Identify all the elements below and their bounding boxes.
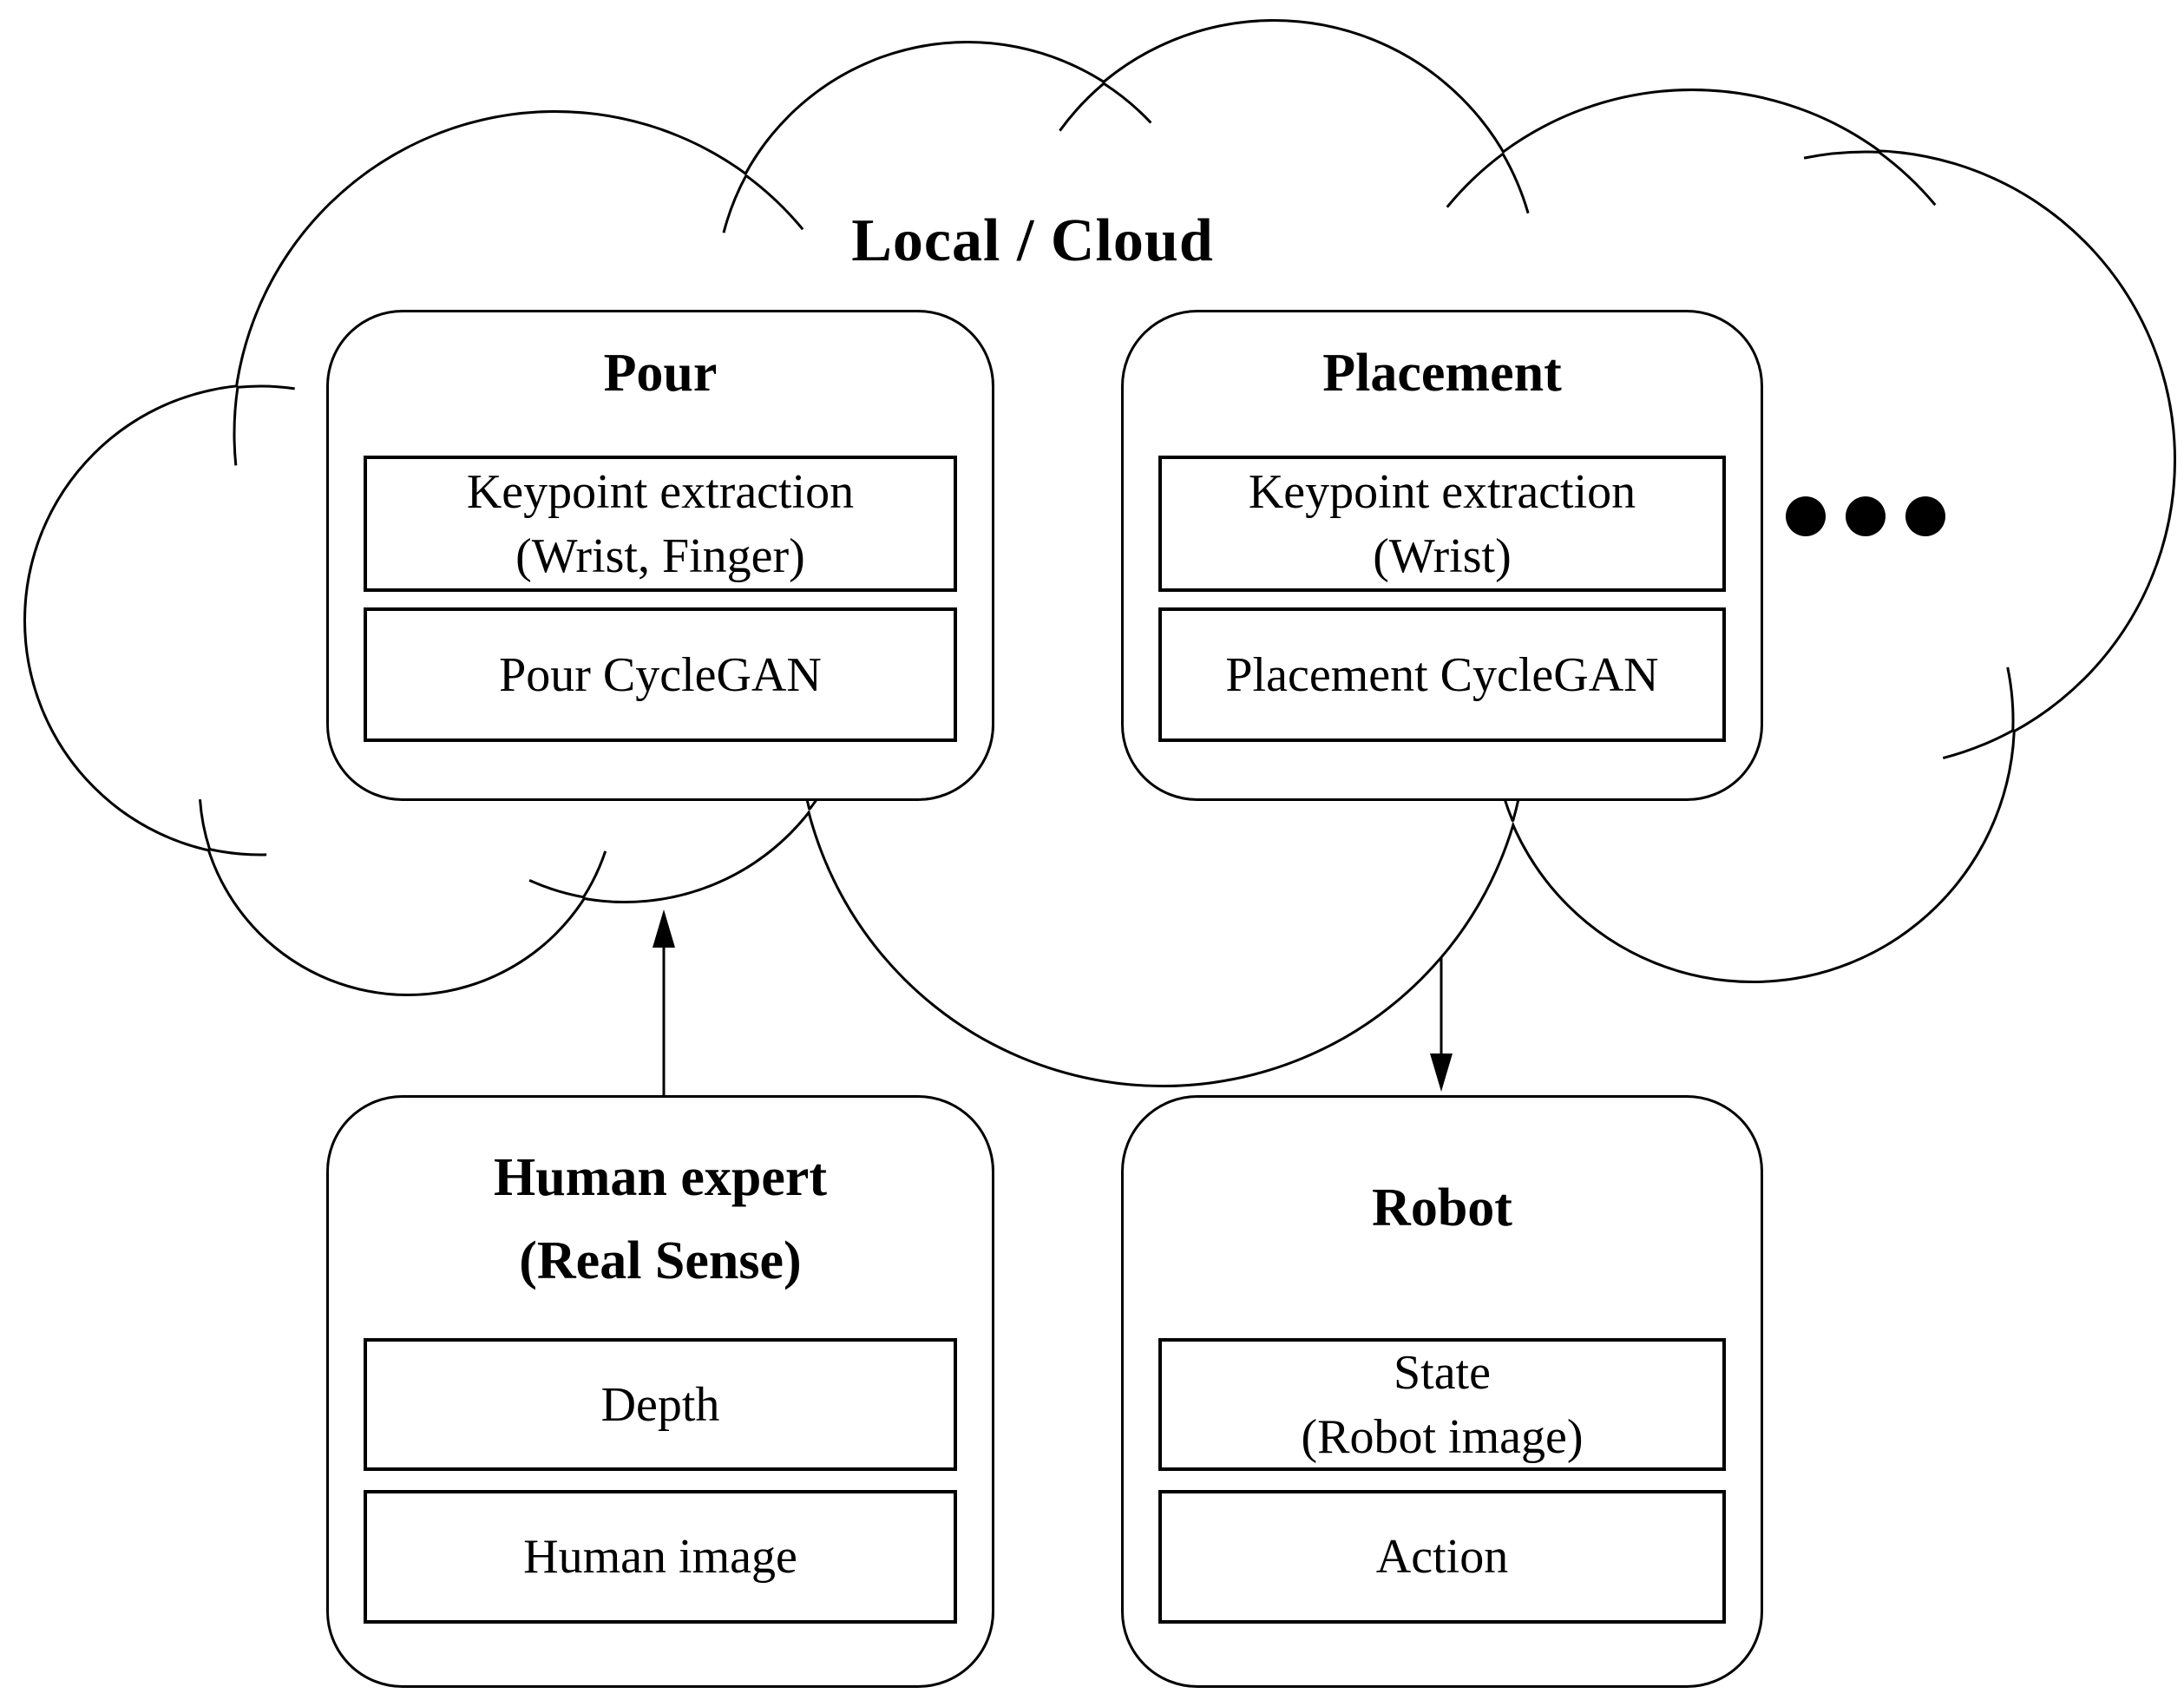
pour-cyclegan-box: Pour CycleGAN bbox=[364, 607, 957, 742]
ellipsis-dot bbox=[1905, 496, 1945, 536]
state-line-2: (Robot image) bbox=[1301, 1409, 1584, 1464]
cloud-title: Local / Cloud bbox=[851, 207, 1214, 274]
cloud-junction-stub bbox=[1878, 151, 1937, 207]
placement-module: Placement Keypoint extraction (Wrist) Pl… bbox=[1121, 310, 1763, 801]
cloud-junction-stub bbox=[1803, 150, 1879, 160]
cloud-junction-stub bbox=[1446, 153, 1504, 208]
ellipsis-dot bbox=[1846, 496, 1886, 536]
pour-module-title: Pour bbox=[603, 344, 718, 403]
cloud-junction-stub bbox=[528, 879, 584, 899]
placement-keypoint-extraction-box: Keypoint extraction (Wrist) bbox=[1158, 456, 1726, 592]
state-box: State (Robot image) bbox=[1158, 1338, 1726, 1471]
cloud-junction-stub bbox=[237, 384, 295, 391]
pour-cyclegan-label: Pour CycleGAN bbox=[499, 647, 822, 702]
robot-title: Robot bbox=[1124, 1166, 1761, 1250]
placement-cyclegan-box: Placement CycleGAN bbox=[1158, 607, 1726, 742]
depth-box: Depth bbox=[364, 1338, 957, 1471]
cloud-junction-stub bbox=[2006, 666, 2015, 731]
state-line-1: State bbox=[1394, 1345, 1491, 1400]
action-box: Action bbox=[1158, 1490, 1726, 1624]
human-expert-title-line-1: Human expert bbox=[493, 1148, 828, 1207]
cloud-junction-stub bbox=[582, 850, 607, 898]
placement-module-title: Placement bbox=[1322, 344, 1562, 403]
pour-module: Pour Keypoint extraction (Wrist, Finger)… bbox=[326, 310, 994, 801]
human-expert-title: Human expert (Real Sense) bbox=[329, 1136, 992, 1303]
human-expert-title-line-2: (Real Sense) bbox=[519, 1231, 802, 1290]
robot-node: Robot State (Robot image) Action bbox=[1121, 1095, 1763, 1688]
cloud-junction-stub bbox=[209, 848, 267, 857]
cloud-junction-stub bbox=[1501, 153, 1530, 214]
cloud-junction-stub bbox=[1942, 729, 2014, 760]
cloud-junction-stub bbox=[744, 174, 804, 231]
arrow-up-icon bbox=[653, 909, 675, 1095]
human-expert-node: Human expert (Real Sense) Depth Human im… bbox=[326, 1095, 994, 1688]
ellipsis-dot bbox=[1786, 496, 1826, 536]
human-image-box: Human image bbox=[364, 1490, 957, 1624]
ellipsis-dots bbox=[1786, 496, 1945, 536]
cloud-junction-stub bbox=[1059, 82, 1105, 132]
action-label: Action bbox=[1375, 1530, 1509, 1584]
cloud-junction-stub bbox=[722, 174, 748, 233]
pour-keypoint-extraction-box: Keypoint extraction (Wrist, Finger) bbox=[364, 456, 957, 592]
cloud-junction-stub bbox=[199, 799, 212, 850]
placement-keypoint-line-1: Keypoint extraction bbox=[1248, 464, 1636, 519]
robot-title-line-1: Robot bbox=[1372, 1178, 1512, 1237]
depth-label: Depth bbox=[600, 1377, 720, 1432]
human-image-label: Human image bbox=[523, 1530, 797, 1584]
arrow-down-icon bbox=[1430, 958, 1453, 1092]
cloud-junction-stub bbox=[1103, 82, 1152, 124]
placement-keypoint-line-2: (Wrist) bbox=[1373, 528, 1512, 583]
pour-keypoint-line-1: Keypoint extraction bbox=[466, 464, 855, 519]
pour-keypoint-line-2: (Wrist, Finger) bbox=[515, 528, 805, 583]
cloud-junction-stub bbox=[233, 387, 239, 466]
placement-cyclegan-label: Placement CycleGAN bbox=[1225, 647, 1659, 702]
